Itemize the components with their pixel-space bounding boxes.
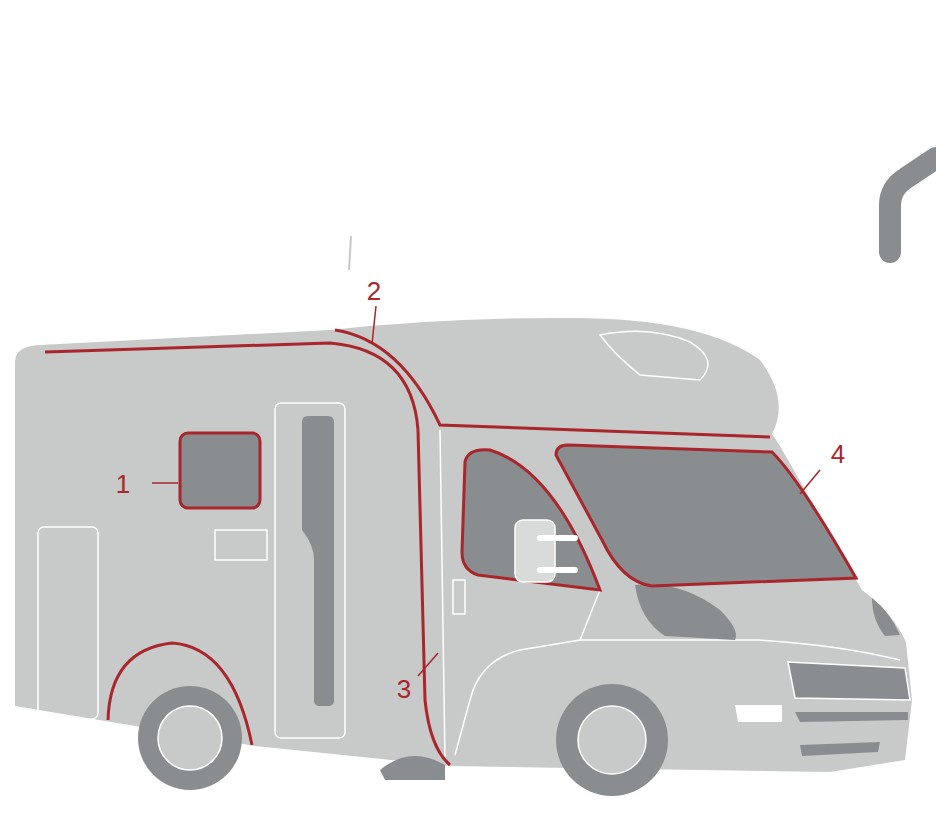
callout-number: 4 (831, 441, 845, 467)
grille (788, 662, 910, 700)
bumper-slot (795, 712, 908, 722)
seal-line (335, 330, 770, 437)
mirror-arm (540, 535, 575, 541)
headlight (635, 584, 736, 640)
vent (215, 530, 267, 560)
entry-door (275, 403, 345, 738)
leader-line (372, 306, 376, 344)
door-window (302, 416, 334, 706)
seal-line (45, 343, 450, 765)
leader-line (418, 653, 438, 676)
front-hub (578, 706, 646, 774)
fog-light (735, 705, 782, 722)
rear-wheel (138, 686, 242, 790)
rear-hub (158, 706, 222, 770)
callout-number: 1 (116, 471, 130, 497)
front-wheel (556, 684, 668, 796)
lower-grille (800, 742, 880, 756)
side-light (872, 598, 900, 636)
hidden-wheel (380, 756, 445, 780)
locker-door (38, 527, 98, 719)
vehicle-body (15, 318, 912, 772)
habitation-window (180, 433, 260, 508)
hood-line (580, 640, 900, 660)
door-handle (453, 580, 465, 614)
roof-hook (890, 158, 936, 252)
antenna-mark (349, 236, 351, 270)
mirror-arm (540, 567, 575, 573)
callout-number: 3 (397, 676, 411, 702)
callout-number: 2 (367, 278, 381, 304)
skylight (600, 331, 708, 380)
windshield (556, 445, 856, 586)
leader-line (152, 482, 178, 484)
leader-line (800, 470, 820, 494)
wheel-arch-seal (108, 643, 252, 745)
